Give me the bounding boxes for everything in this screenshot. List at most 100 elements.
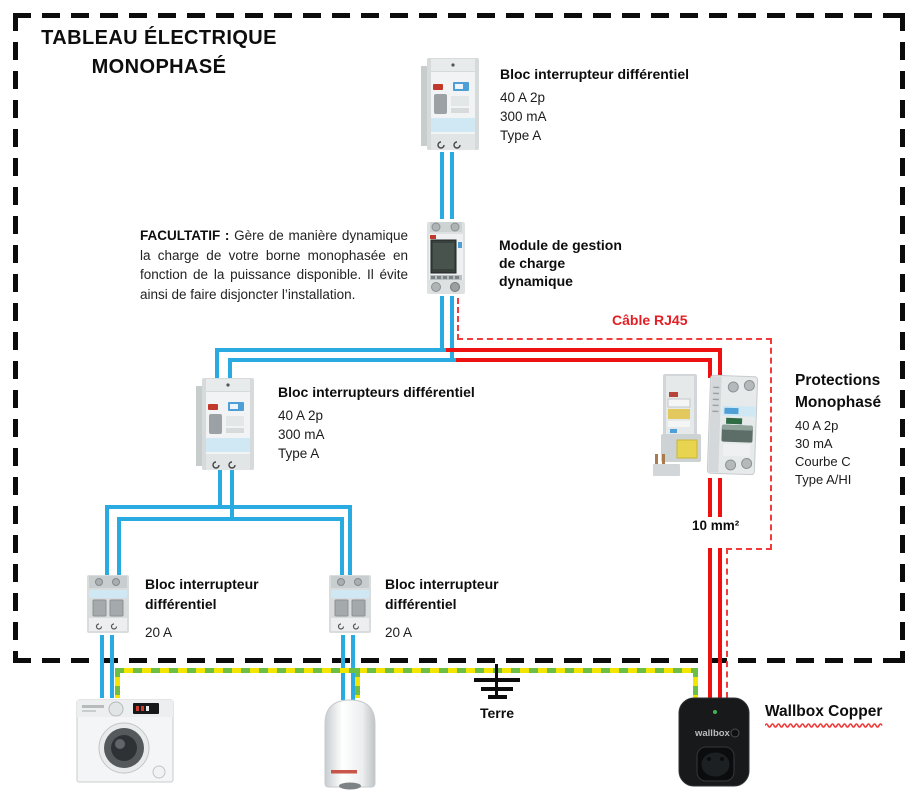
wire-wallbox-red-1b <box>708 548 712 698</box>
mcb-2p-icon <box>329 575 371 633</box>
ev-charger-icon: wallbox <box>678 697 750 787</box>
ground-symbol-bar1 <box>474 678 520 682</box>
load-module-label: Module de gestion de charge dynamique <box>499 236 622 290</box>
main-rcd-spec1: 40 A 2p <box>500 90 546 105</box>
panel-border-top <box>13 13 905 18</box>
protections-label: Protections Monophasé 40 A 2p 30 mA Cour… <box>795 370 881 489</box>
earth-label: Terre <box>480 705 514 721</box>
wire-module-out-2 <box>450 296 454 362</box>
facultatif-note-lead: FACULTATIF : <box>140 228 230 243</box>
branch-breaker-left-image <box>85 573 131 635</box>
ground-symbol-bar2 <box>481 687 513 691</box>
wire-h2-red <box>456 358 712 362</box>
protections-spec4: Type A/HI <box>795 472 852 487</box>
wire-feed-blue-2 <box>450 152 454 219</box>
protections-title1: Protections <box>795 372 881 389</box>
earth-wire-wallbox <box>693 668 698 698</box>
branch-left-rating: 20 A <box>145 625 173 640</box>
wire-branch-h-inner <box>117 517 344 521</box>
branch-right-label: Bloc interrupteur différentiel 20 A <box>385 574 499 642</box>
wire-branch-right-1 <box>340 517 344 575</box>
protection-devices-icon <box>653 374 759 476</box>
rj45-cable-seg3 <box>770 338 772 550</box>
mcb-2p-icon <box>87 575 129 633</box>
wire-section-label: 10 mm² <box>692 518 740 533</box>
washing-machine-image <box>76 696 176 784</box>
rj45-cable-seg2 <box>457 338 772 340</box>
protections-spec2: 30 mA <box>795 436 833 451</box>
wire-branch-right-2 <box>348 505 352 575</box>
wire-branch-left-2 <box>117 517 121 575</box>
branch-breaker-right-image <box>327 573 373 635</box>
diagram-title-line1: TABLEAU ÉLECTRIQUE <box>41 27 277 49</box>
wire-wm-1 <box>100 635 104 698</box>
wire-subrcd-in-1 <box>215 348 219 380</box>
protections-device-image <box>653 368 769 480</box>
branch-right-line2: différentiel <box>385 596 457 612</box>
protections-spec1: 40 A 2p <box>795 418 839 433</box>
rj45-cable-seg4 <box>726 548 772 550</box>
main-rcd-label: Bloc interrupteur différentiel 40 A 2p 3… <box>500 64 689 145</box>
facultatif-note-body: Gère de manière dynamique la charge de v… <box>140 228 408 302</box>
rj45-cable-seg1 <box>457 298 459 340</box>
wire-wallbox-red-2b <box>718 548 722 698</box>
wallbox-device-image: wallbox <box>678 697 750 787</box>
sub-rcd-label: Bloc interrupteurs différentiel 40 A 2p … <box>278 382 475 463</box>
main-rcd-device-image <box>417 56 487 153</box>
wire-branch-left-1 <box>105 505 109 575</box>
circuit-breaker-2p-icon <box>421 58 479 150</box>
din-module-icon <box>427 222 465 294</box>
load-module-device-image <box>424 218 468 298</box>
wire-subrcd-in-2 <box>228 358 232 380</box>
wire-prot-in-1 <box>718 348 722 378</box>
sub-rcd-spec3: Type A <box>278 446 320 461</box>
load-module-line3: dynamique <box>499 273 573 289</box>
earth-wire-main <box>115 668 698 673</box>
rj45-cable-seg5 <box>726 548 728 698</box>
wire-module-out-1 <box>440 296 444 352</box>
load-module-line1: Module de gestion <box>499 237 622 253</box>
wire-feed-blue-1 <box>440 152 444 219</box>
wallbox-label: Wallbox Copper <box>765 703 883 720</box>
main-rcd-title: Bloc interrupteur différentiel <box>500 66 690 82</box>
branch-left-line2: différentiel <box>145 596 217 612</box>
wire-h1-blue <box>215 348 446 352</box>
wire-wm-2 <box>110 635 114 698</box>
wire-wallbox-red-2a <box>718 478 722 517</box>
wire-wh-2 <box>351 635 355 700</box>
sub-rcd-spec1: 40 A 2p <box>278 408 324 423</box>
diagram-title-line2: MONOPHASÉ <box>91 56 227 78</box>
wire-wallbox-red-1a <box>708 478 712 517</box>
wallbox-label-squiggle <box>765 723 883 728</box>
facultatif-note: FACULTATIF : Gère de manière dynamique l… <box>140 226 408 304</box>
sub-rcd-title: Bloc interrupteurs différentiel <box>278 384 475 400</box>
ground-symbol-bar3 <box>488 695 507 699</box>
water-heater-icon <box>324 699 376 790</box>
wire-wh-1 <box>341 635 345 700</box>
earth-wire-wh <box>355 668 360 698</box>
branch-right-rating: 20 A <box>385 625 413 640</box>
panel-border-left <box>13 13 18 663</box>
rj45-cable-label: Câble RJ45 <box>612 312 688 328</box>
panel-border-bottom <box>13 658 905 663</box>
main-rcd-spec3: Type A <box>500 128 542 143</box>
main-rcd-spec2: 300 mA <box>500 109 547 124</box>
wire-h2-blue <box>228 358 456 362</box>
wire-h1-red <box>446 348 722 352</box>
load-module-line2: de charge <box>499 255 566 271</box>
earth-wire-wm <box>115 668 120 698</box>
panel-border-right <box>900 13 905 663</box>
wire-prot-in-2 <box>708 358 712 378</box>
sub-rcd-spec2: 300 mA <box>278 427 325 442</box>
protections-title2: Monophasé <box>795 394 882 411</box>
wire-subrcd-out-1 <box>218 470 222 509</box>
diagram-title: TABLEAU ÉLECTRIQUE MONOPHASÉ <box>28 24 290 82</box>
protections-spec3: Courbe C <box>795 454 851 469</box>
sub-rcd-device-image <box>192 376 262 473</box>
circuit-breaker-2p-icon <box>196 378 254 470</box>
washing-machine-icon <box>76 699 174 783</box>
branch-left-label: Bloc interrupteur différentiel 20 A <box>145 574 259 642</box>
water-heater-image <box>323 698 377 790</box>
wire-branch-h-outer <box>105 505 352 509</box>
